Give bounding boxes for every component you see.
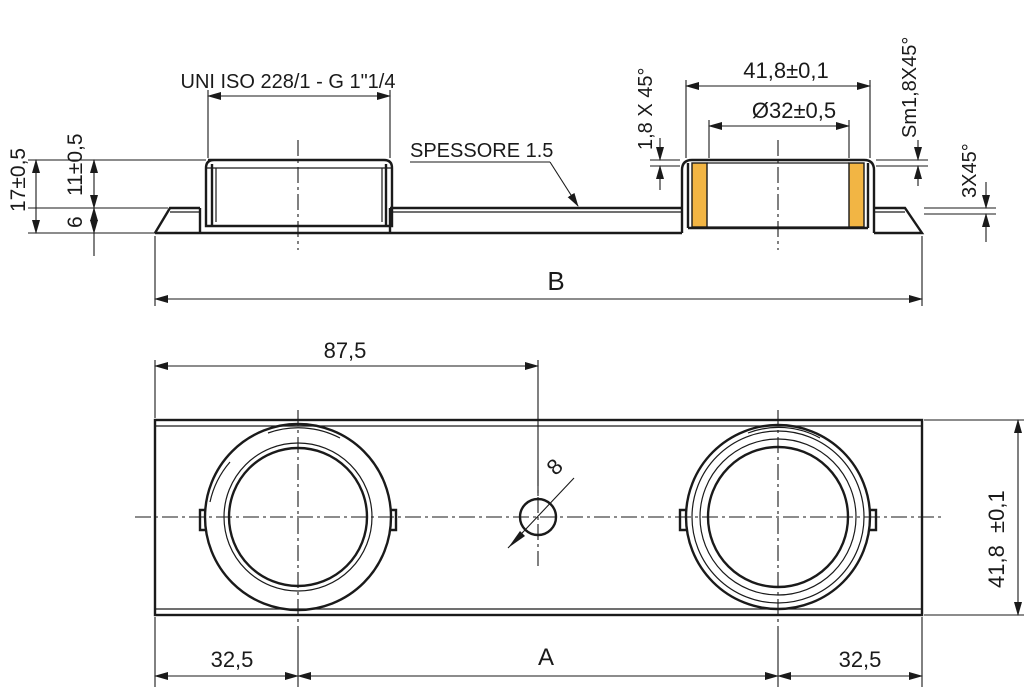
chamfer-top-label: 1,8 X 45° [635, 68, 657, 151]
edge-right-label: 32,5 [839, 647, 882, 672]
edge-left-label: 32,5 [211, 647, 254, 672]
chamfer-side-label: Sm1,8X45° [899, 37, 921, 138]
length-b-dimension: B [154, 236, 923, 306]
center-a-label: A [538, 644, 554, 671]
plate-width-label: 41,8 ±0,1 [984, 490, 1009, 588]
seal-left [691, 162, 708, 228]
plate-width-dimension: 41,8 ±0,1 [924, 419, 1024, 616]
base-plate-section [153, 206, 925, 235]
bottom-dimensions: 32,5 A 32,5 [154, 617, 923, 687]
chamfer-small-dimension: 3X45° [924, 143, 996, 242]
hole-offset-label: 87,5 [324, 338, 367, 363]
ring-width-dimensions: 41,8±0,1 Ø32±0,5 [685, 58, 871, 158]
thickness-leader: SPESSORE 1.5 [410, 140, 579, 207]
chamfer-top-dimension: 1,8 X 45° [635, 68, 680, 190]
hole-diameter-label: 8 [542, 454, 568, 480]
length-b-label: B [547, 266, 564, 296]
side-view: UNI ISO 228/1 - G 1"1/4 SPESSORE 1.5 41,… [7, 37, 996, 306]
bore-diameter-label: Ø32±0,5 [752, 98, 836, 123]
seal-right [848, 162, 865, 228]
thread-dimension: UNI ISO 228/1 - G 1"1/4 [181, 71, 396, 158]
outer-width-label: 41,8±0,1 [743, 58, 828, 83]
threaded-boss-left [198, 158, 394, 233]
center-hole: 8 [507, 454, 575, 549]
chamfer-small-label: 3X45° [959, 143, 981, 198]
height-base-label: 6 [64, 216, 87, 228]
thread-label: UNI ISO 228/1 - G 1"1/4 [181, 71, 396, 93]
height-total-label: 17±0,5 [7, 148, 30, 212]
height-boss-label: 11±0,5 [64, 133, 87, 196]
thickness-label: SPESSORE 1.5 [410, 140, 553, 162]
chamfer-side-dimension: Sm1,8X45° [876, 37, 928, 186]
height-dimensions: 17±0,5 11±0,5 6 [7, 133, 206, 256]
top-view: 8 87,5 41,8 ±0,1 [135, 338, 1024, 687]
hole-offset-dimension: 87,5 [154, 338, 539, 496]
